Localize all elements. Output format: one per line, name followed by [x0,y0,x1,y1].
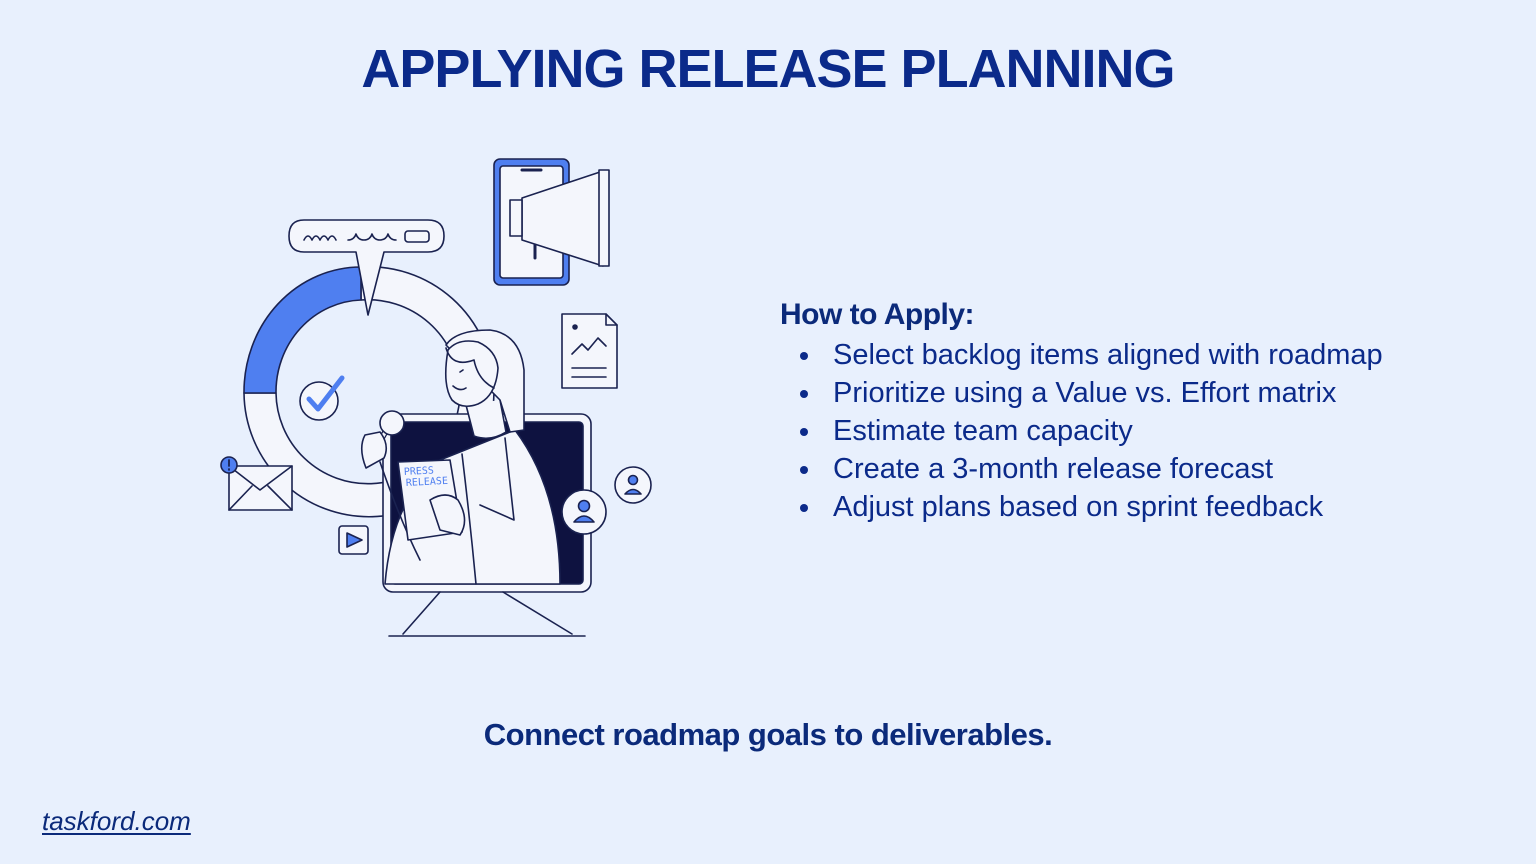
list-item: Adjust plans based on sprint feedback [780,488,1500,526]
press-release-label-2: RELEASE [406,476,449,489]
envelope-icon [228,465,293,511]
play-icon [338,525,369,555]
taskford-link[interactable]: taskford.com [42,806,191,836]
list-item: Create a 3-month release forecast [780,450,1500,488]
how-to-apply-section: How to Apply: Select backlog items align… [780,298,1500,526]
list-item: Estimate team capacity [780,412,1500,450]
press-release-label-1: PRESS [404,465,435,478]
how-to-apply-heading: How to Apply: [780,298,975,331]
presenter-figure [384,329,561,585]
user-icon [614,466,652,504]
page-title: APPLYING RELEASE PLANNING [361,39,1175,99]
phone-megaphone-icon [493,158,610,286]
press-release-paper [397,459,466,541]
list-item: Select backlog items aligned with roadma… [780,336,1500,374]
user-icon-2 [561,489,607,535]
release-planning-illustration: PRESS RELEASE [220,158,652,637]
microphone-icon [360,410,421,561]
speech-bubble-icon [288,219,445,316]
checkmark-icon [299,375,345,421]
document-chart-icon [561,313,618,389]
how-to-apply-list: Select backlog items aligned with roadma… [780,336,1500,526]
list-item: Prioritize using a Value vs. Effort matr… [780,374,1500,412]
alert-icon [220,456,238,474]
tagline: Connect roadmap goals to deliverables. [483,717,1053,752]
